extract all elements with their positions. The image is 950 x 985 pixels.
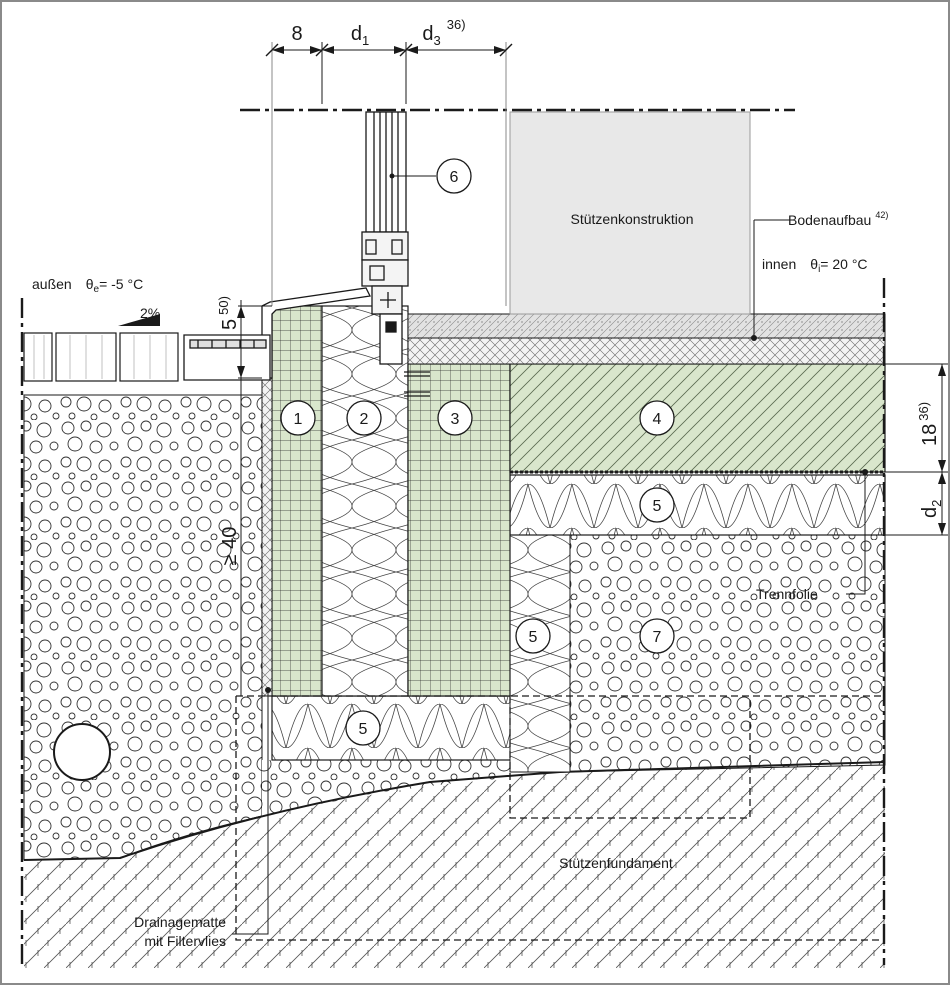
soil-boundary xyxy=(23,761,886,861)
drainage-mat xyxy=(261,377,273,697)
dim-plinth: 550) xyxy=(216,296,241,330)
label-separation-film: Trennfolie xyxy=(756,586,818,602)
paving-stones xyxy=(23,332,179,382)
wall-layer-1 xyxy=(271,305,323,697)
marker-6: 6 xyxy=(450,169,459,186)
drainage-gutter xyxy=(183,334,271,381)
marker-7: 7 xyxy=(653,629,662,646)
drain-pipe xyxy=(53,723,111,781)
dimension-arrows xyxy=(237,46,946,535)
marker-5b: 5 xyxy=(529,629,538,646)
leader-dot-window xyxy=(389,173,395,179)
dim-slab: 1836) xyxy=(916,402,941,446)
marker-5a: 5 xyxy=(653,498,662,515)
dim-min-height: ≥ 40 xyxy=(219,527,241,566)
floor-slab-4 xyxy=(509,363,886,473)
tick-marks xyxy=(265,43,513,57)
label-column: Stützenkonstruktion xyxy=(571,211,694,227)
label-slope: 2% xyxy=(140,305,160,321)
dim-d1: d1 xyxy=(351,23,369,48)
leader-dot-drainage xyxy=(265,687,271,693)
reference-lines xyxy=(20,108,886,965)
floor-screed xyxy=(407,313,886,339)
gravel-fill-inside xyxy=(559,534,886,773)
wall-layer-2 xyxy=(321,305,409,697)
marker-3: 3 xyxy=(451,411,460,428)
marker-2: 2 xyxy=(360,411,369,428)
marker-4: 4 xyxy=(653,411,662,428)
slope-arrow xyxy=(118,314,160,326)
gravel-fill-outside xyxy=(23,394,263,861)
natural-soil xyxy=(24,765,885,968)
window-frame xyxy=(361,111,430,397)
dim-d3: d336) xyxy=(422,17,465,48)
insulation-layer-5-vertical xyxy=(509,534,571,773)
leader-dot-film xyxy=(862,469,868,475)
marker-1: 1 xyxy=(294,411,303,428)
label-drainage-1: Drainagematte xyxy=(134,914,226,930)
leader-lines xyxy=(232,175,866,935)
foundation-dashed-outline xyxy=(235,695,885,941)
label-drainage-2: mit Filtervlies xyxy=(144,933,226,949)
label-foundation: Stützenfundament xyxy=(559,855,673,871)
marker-5c: 5 xyxy=(359,721,368,738)
dim-8: 8 xyxy=(291,23,302,45)
leader-dot-floor xyxy=(751,335,757,341)
column-construction xyxy=(509,111,751,315)
marker-circles xyxy=(280,158,675,746)
floor-insulation xyxy=(407,337,886,365)
dim-d2: d2 xyxy=(919,500,944,518)
insulation-layer-5-slab xyxy=(509,474,886,536)
